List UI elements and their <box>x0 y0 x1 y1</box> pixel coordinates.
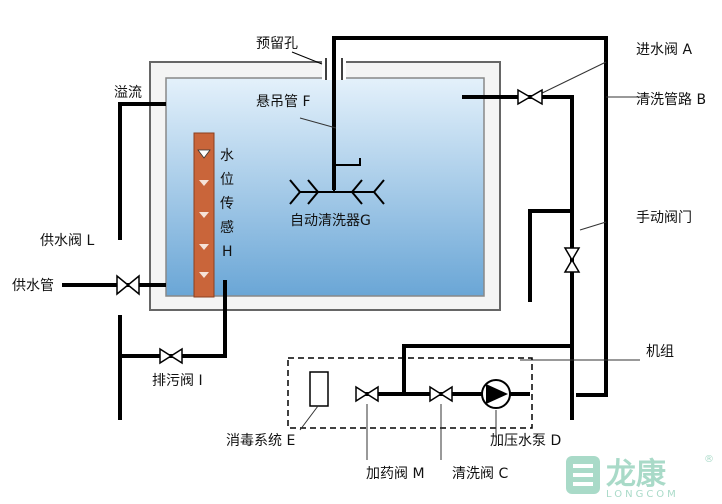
inlet-valve-icon <box>517 88 543 106</box>
brand-watermark: 龙康 LONGCOM ® <box>566 454 714 500</box>
dosing-valve-icon <box>355 385 379 403</box>
unit-pipe <box>358 344 572 396</box>
manual-valve-pipe <box>528 209 572 302</box>
booster-pump-icon <box>481 379 511 409</box>
unit-box <box>287 357 533 429</box>
logo-name-cn: 龙康 <box>606 457 667 492</box>
sensor-label-4: 感 <box>220 219 234 236</box>
suspension-pipe-label: 悬吊管 F <box>256 94 311 110</box>
logo-name-en: LONGCOM <box>606 489 679 500</box>
sensor-label-3: 传 <box>220 196 234 212</box>
auto-cleaner <box>289 158 385 205</box>
sensor-label-5: H <box>222 244 233 260</box>
reserved-hole-label: 预留孔 <box>256 36 298 52</box>
drain-valve-label: 排污阀 I <box>152 373 203 389</box>
suspension-pipe <box>332 36 608 397</box>
sensor-label-1: 水 <box>220 148 234 164</box>
cleaning-pipe-label: 清洗管路 B <box>636 92 706 108</box>
water-level-sensor <box>193 132 215 298</box>
sensor-label-2: 位 <box>220 172 234 188</box>
drain-pipe <box>118 280 227 420</box>
dosing-valve-label: 加药阀 M <box>366 466 425 482</box>
manual-valve-label: 手动阀门 <box>636 210 692 226</box>
drain-valve-icon <box>159 347 183 365</box>
supply-valve-label: 供水阀 L <box>40 233 94 249</box>
inlet-valve-label: 进水阀 A <box>636 42 692 58</box>
auto-cleaner-label: 自动清洗器G <box>290 213 371 229</box>
logo-registered: ® <box>704 454 714 465</box>
clean-valve-icon <box>429 385 453 403</box>
disinfection-device <box>309 371 329 407</box>
tank-water <box>165 77 485 297</box>
overflow-pipe <box>118 102 166 240</box>
supply-valve-icon <box>116 274 140 296</box>
disinfection-label: 消毒系统 E <box>226 433 295 449</box>
cleaning-pipe <box>462 95 574 420</box>
clean-valve-label: 清洗阀 C <box>452 466 508 482</box>
logo-mark-icon <box>566 456 600 494</box>
overflow-label: 溢流 <box>114 85 142 101</box>
unit-label: 机组 <box>646 344 674 360</box>
booster-pump-label: 加压水泵 D <box>490 433 561 449</box>
manual-valve-icon <box>563 247 581 273</box>
level-marker-icon <box>197 149 211 159</box>
supply-pipe-label: 供水管 <box>12 278 54 294</box>
